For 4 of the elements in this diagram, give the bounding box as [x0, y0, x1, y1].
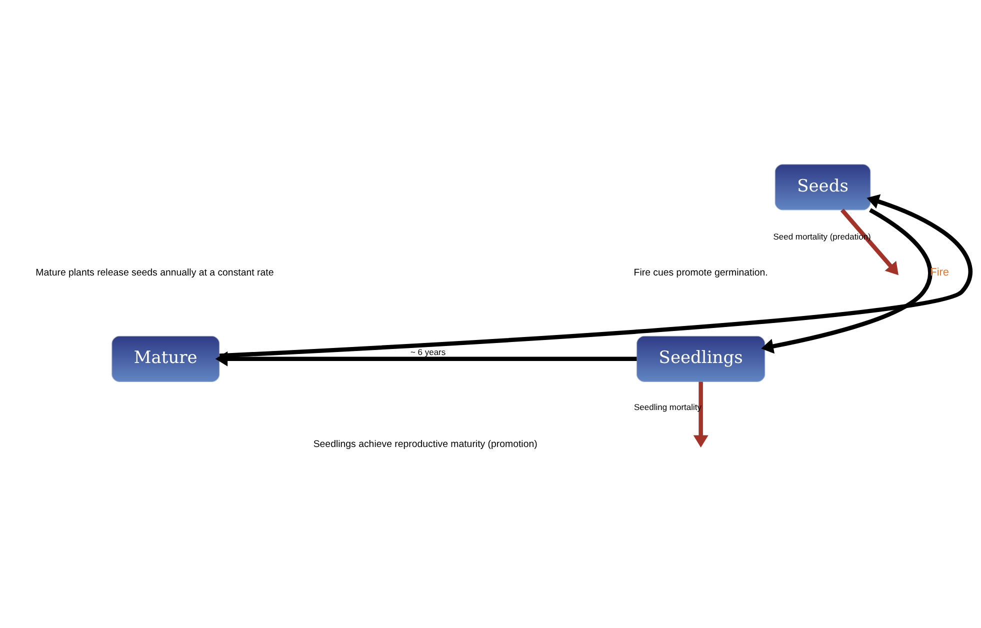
label: Seedlings achieve reproductive maturity (promotion)	[312, 439, 537, 450]
label: Mature plants release seeds annually at a constant rate	[35, 267, 274, 278]
edge-label: ~ 6 years	[410, 346, 446, 357]
label: Fire cues promote germination.	[633, 267, 768, 278]
